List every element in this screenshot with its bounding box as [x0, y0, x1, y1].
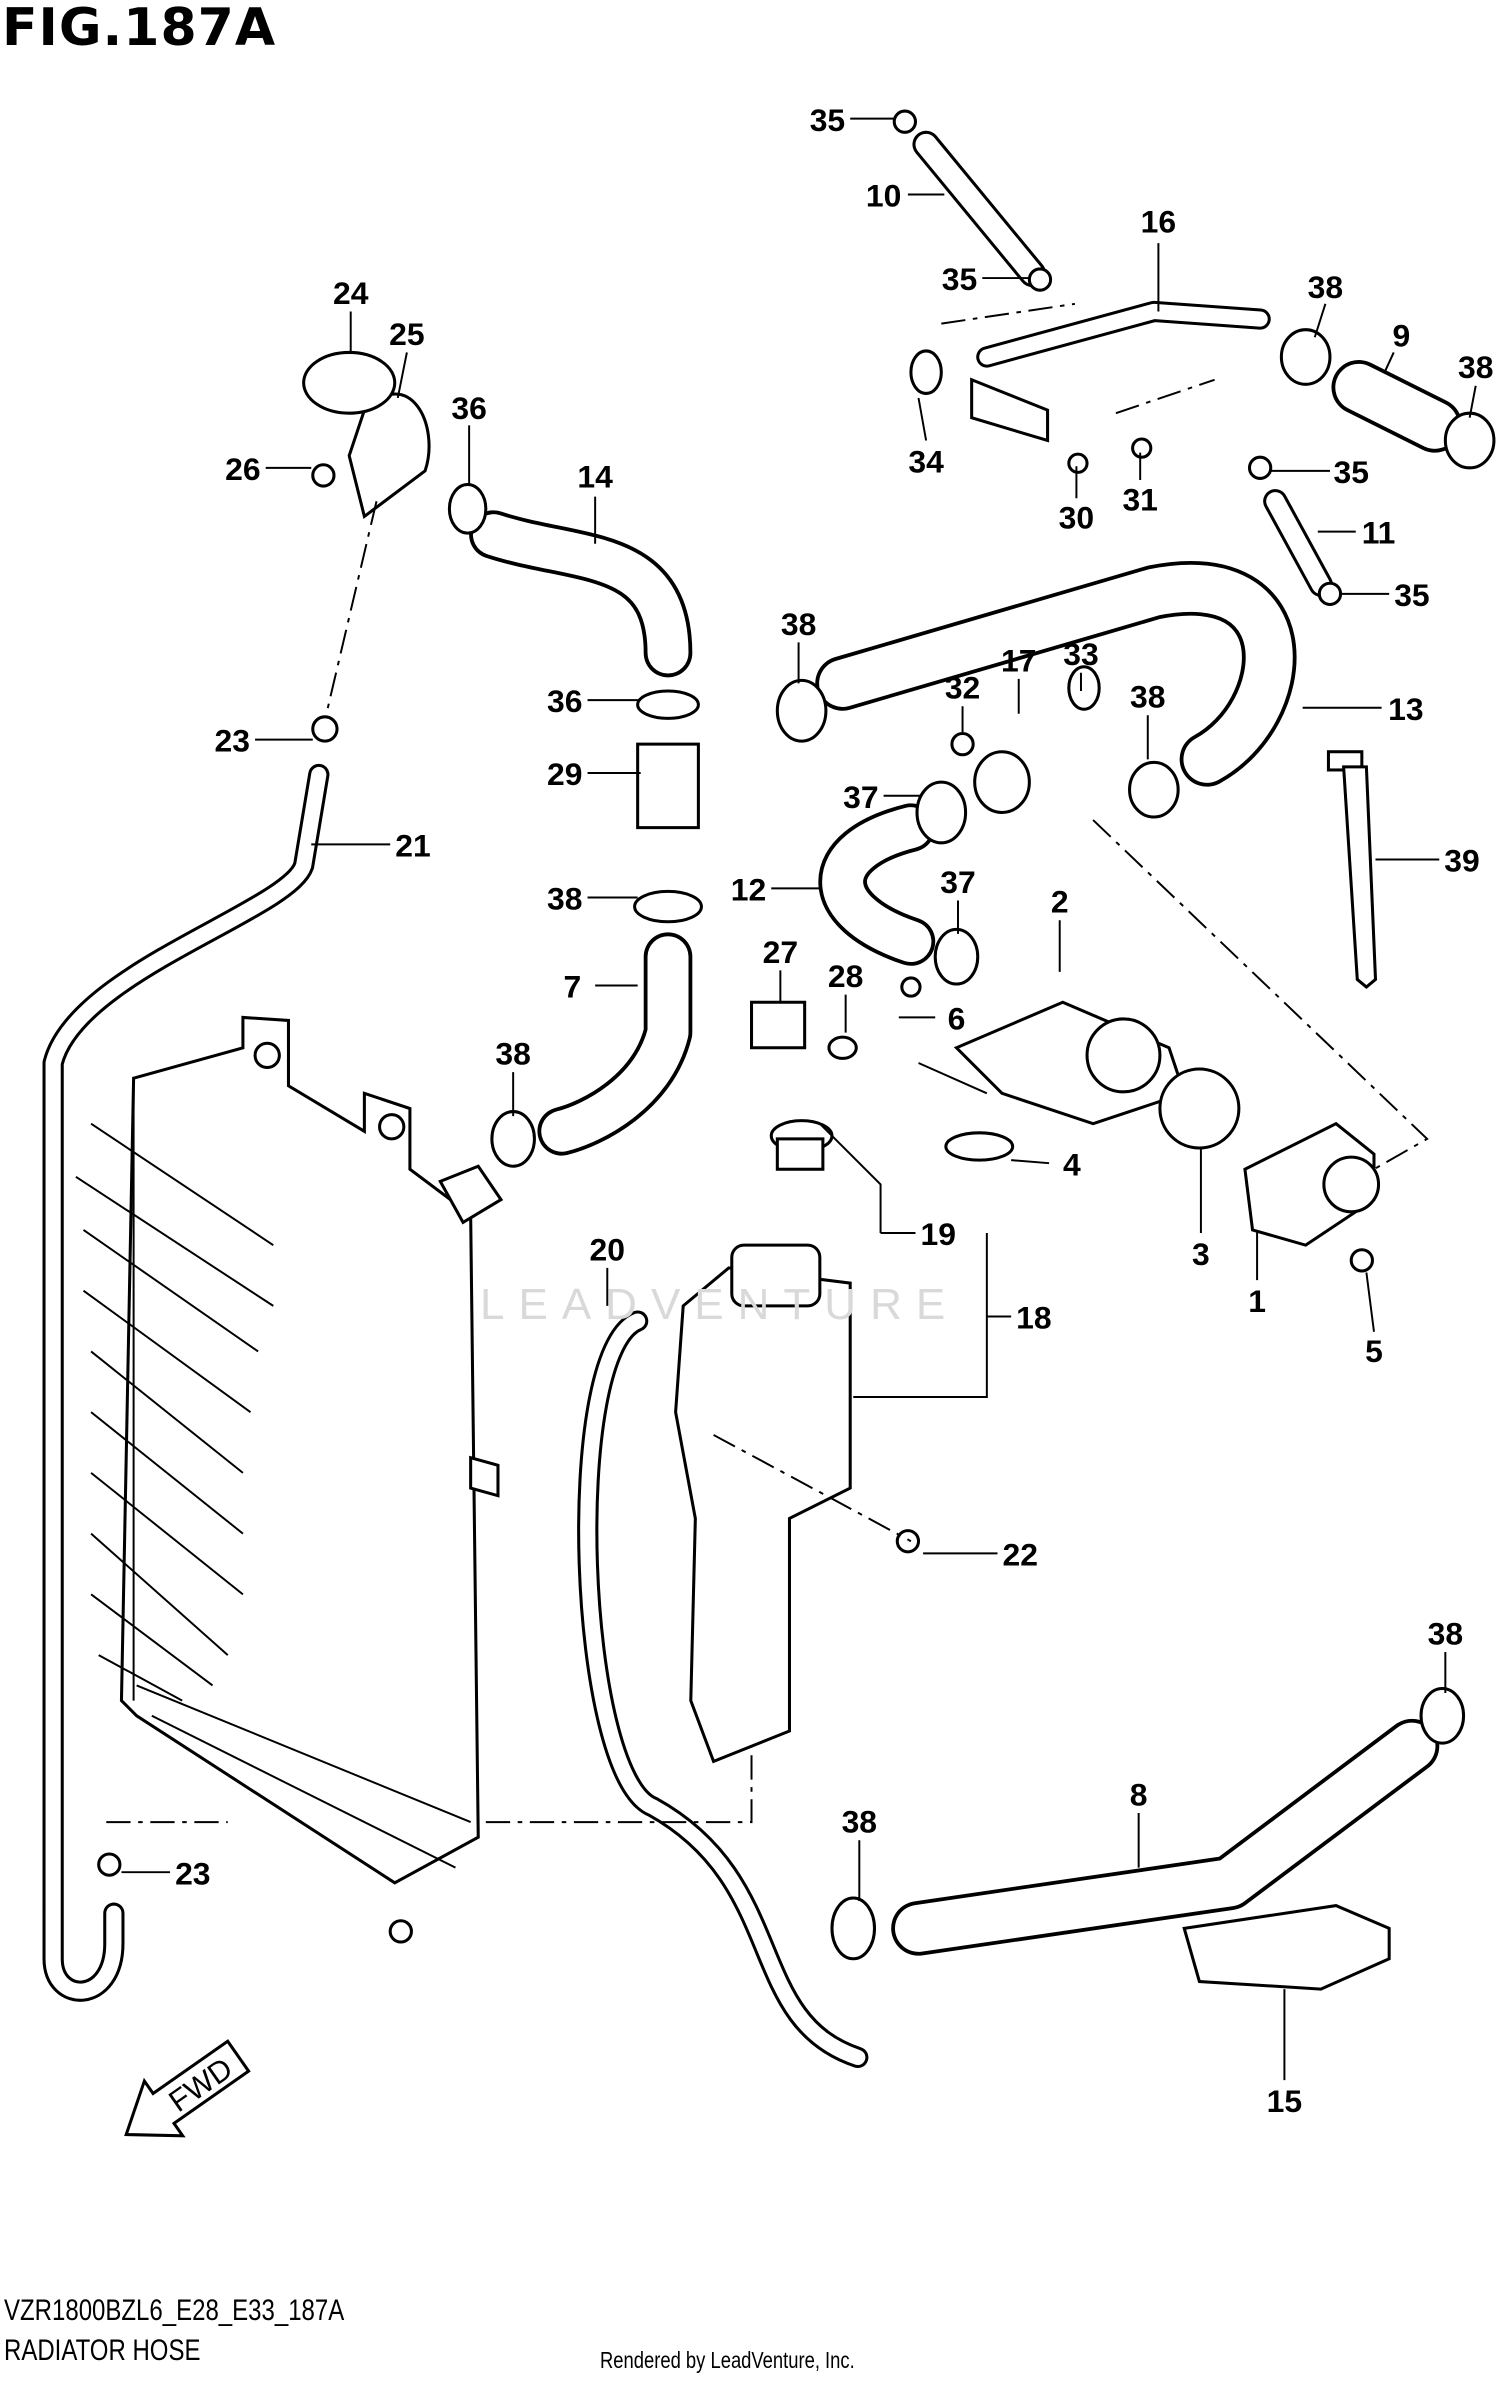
- callout-30: 30: [1059, 500, 1094, 536]
- callout-8: 8: [1130, 1776, 1148, 1812]
- callout-38: 38: [781, 606, 816, 642]
- callout-35: 35: [942, 261, 977, 297]
- callout-24: 24: [333, 275, 369, 311]
- callout-7: 7: [564, 969, 582, 1005]
- callout-38: 38: [1428, 1615, 1463, 1651]
- callout-38: 38: [495, 1035, 530, 1071]
- callout-9: 9: [1392, 317, 1410, 353]
- callout-13: 13: [1388, 691, 1423, 727]
- callout-numbers: 35 10 16 35 38 9 38 34 30 31 35 11 35 24…: [175, 102, 1493, 2119]
- thermostat-parts: [302, 350, 1391, 1991]
- callout-14: 14: [577, 459, 613, 495]
- callout-37: 37: [940, 864, 975, 900]
- callout-35: 35: [1394, 577, 1429, 613]
- callout-23: 23: [175, 1855, 210, 1891]
- callout-36: 36: [547, 683, 582, 719]
- callout-38: 38: [1130, 679, 1165, 715]
- callout-38: 38: [547, 881, 582, 917]
- radiator: [75, 1015, 504, 1944]
- render-credit: Rendered by LeadVenture, Inc.: [600, 2347, 855, 2373]
- callout-6: 6: [948, 1001, 966, 1037]
- callout-10: 10: [866, 178, 901, 214]
- callout-38: 38: [1458, 349, 1493, 385]
- hoses: [42, 130, 1463, 2069]
- callout-18: 18: [1016, 1300, 1051, 1336]
- callout-21: 21: [395, 827, 430, 863]
- callout-38: 38: [1308, 269, 1343, 305]
- callout-22: 22: [1003, 1537, 1038, 1573]
- diagram-code: VZR1800BZL6_E28_E33_187A: [4, 2294, 345, 2327]
- callout-12: 12: [731, 872, 766, 908]
- callout-29: 29: [547, 756, 582, 792]
- callout-32: 32: [945, 670, 980, 706]
- callout-17: 17: [1001, 642, 1036, 678]
- callout-23: 23: [215, 723, 250, 759]
- callout-19: 19: [921, 1216, 956, 1252]
- callout-2: 2: [1051, 884, 1069, 920]
- callout-31: 31: [1122, 481, 1157, 517]
- callout-20: 20: [590, 1231, 625, 1267]
- callout-35: 35: [810, 102, 845, 138]
- callout-34: 34: [908, 443, 944, 479]
- callout-35: 35: [1333, 454, 1368, 490]
- figure-title: FIG.187A: [2, 0, 277, 58]
- reservoir-tank: [674, 1119, 852, 1764]
- callout-37: 37: [843, 779, 878, 815]
- callout-39: 39: [1444, 843, 1479, 879]
- callout-11: 11: [1362, 515, 1396, 551]
- callout-27: 27: [763, 934, 798, 970]
- fwd-direction-arrow: FWD: [124, 2039, 251, 2138]
- callout-5: 5: [1365, 1333, 1383, 1369]
- callout-25: 25: [389, 316, 424, 352]
- callout-26: 26: [225, 451, 260, 487]
- callout-36: 36: [451, 390, 486, 426]
- callout-28: 28: [828, 958, 863, 994]
- callout-3: 3: [1192, 1236, 1210, 1272]
- hose-clamps: [97, 109, 1496, 1961]
- callout-15: 15: [1267, 2083, 1302, 2119]
- callout-38: 38: [842, 1804, 877, 1840]
- diagram-subtitle: RADIATOR HOSE: [4, 2334, 201, 2367]
- callout-16: 16: [1141, 204, 1176, 240]
- callout-1: 1: [1248, 1283, 1266, 1319]
- reference-lines: [106, 302, 1429, 1824]
- callout-33: 33: [1063, 636, 1098, 672]
- leader-lines: [121, 117, 1477, 2081]
- callout-4: 4: [1063, 1146, 1081, 1182]
